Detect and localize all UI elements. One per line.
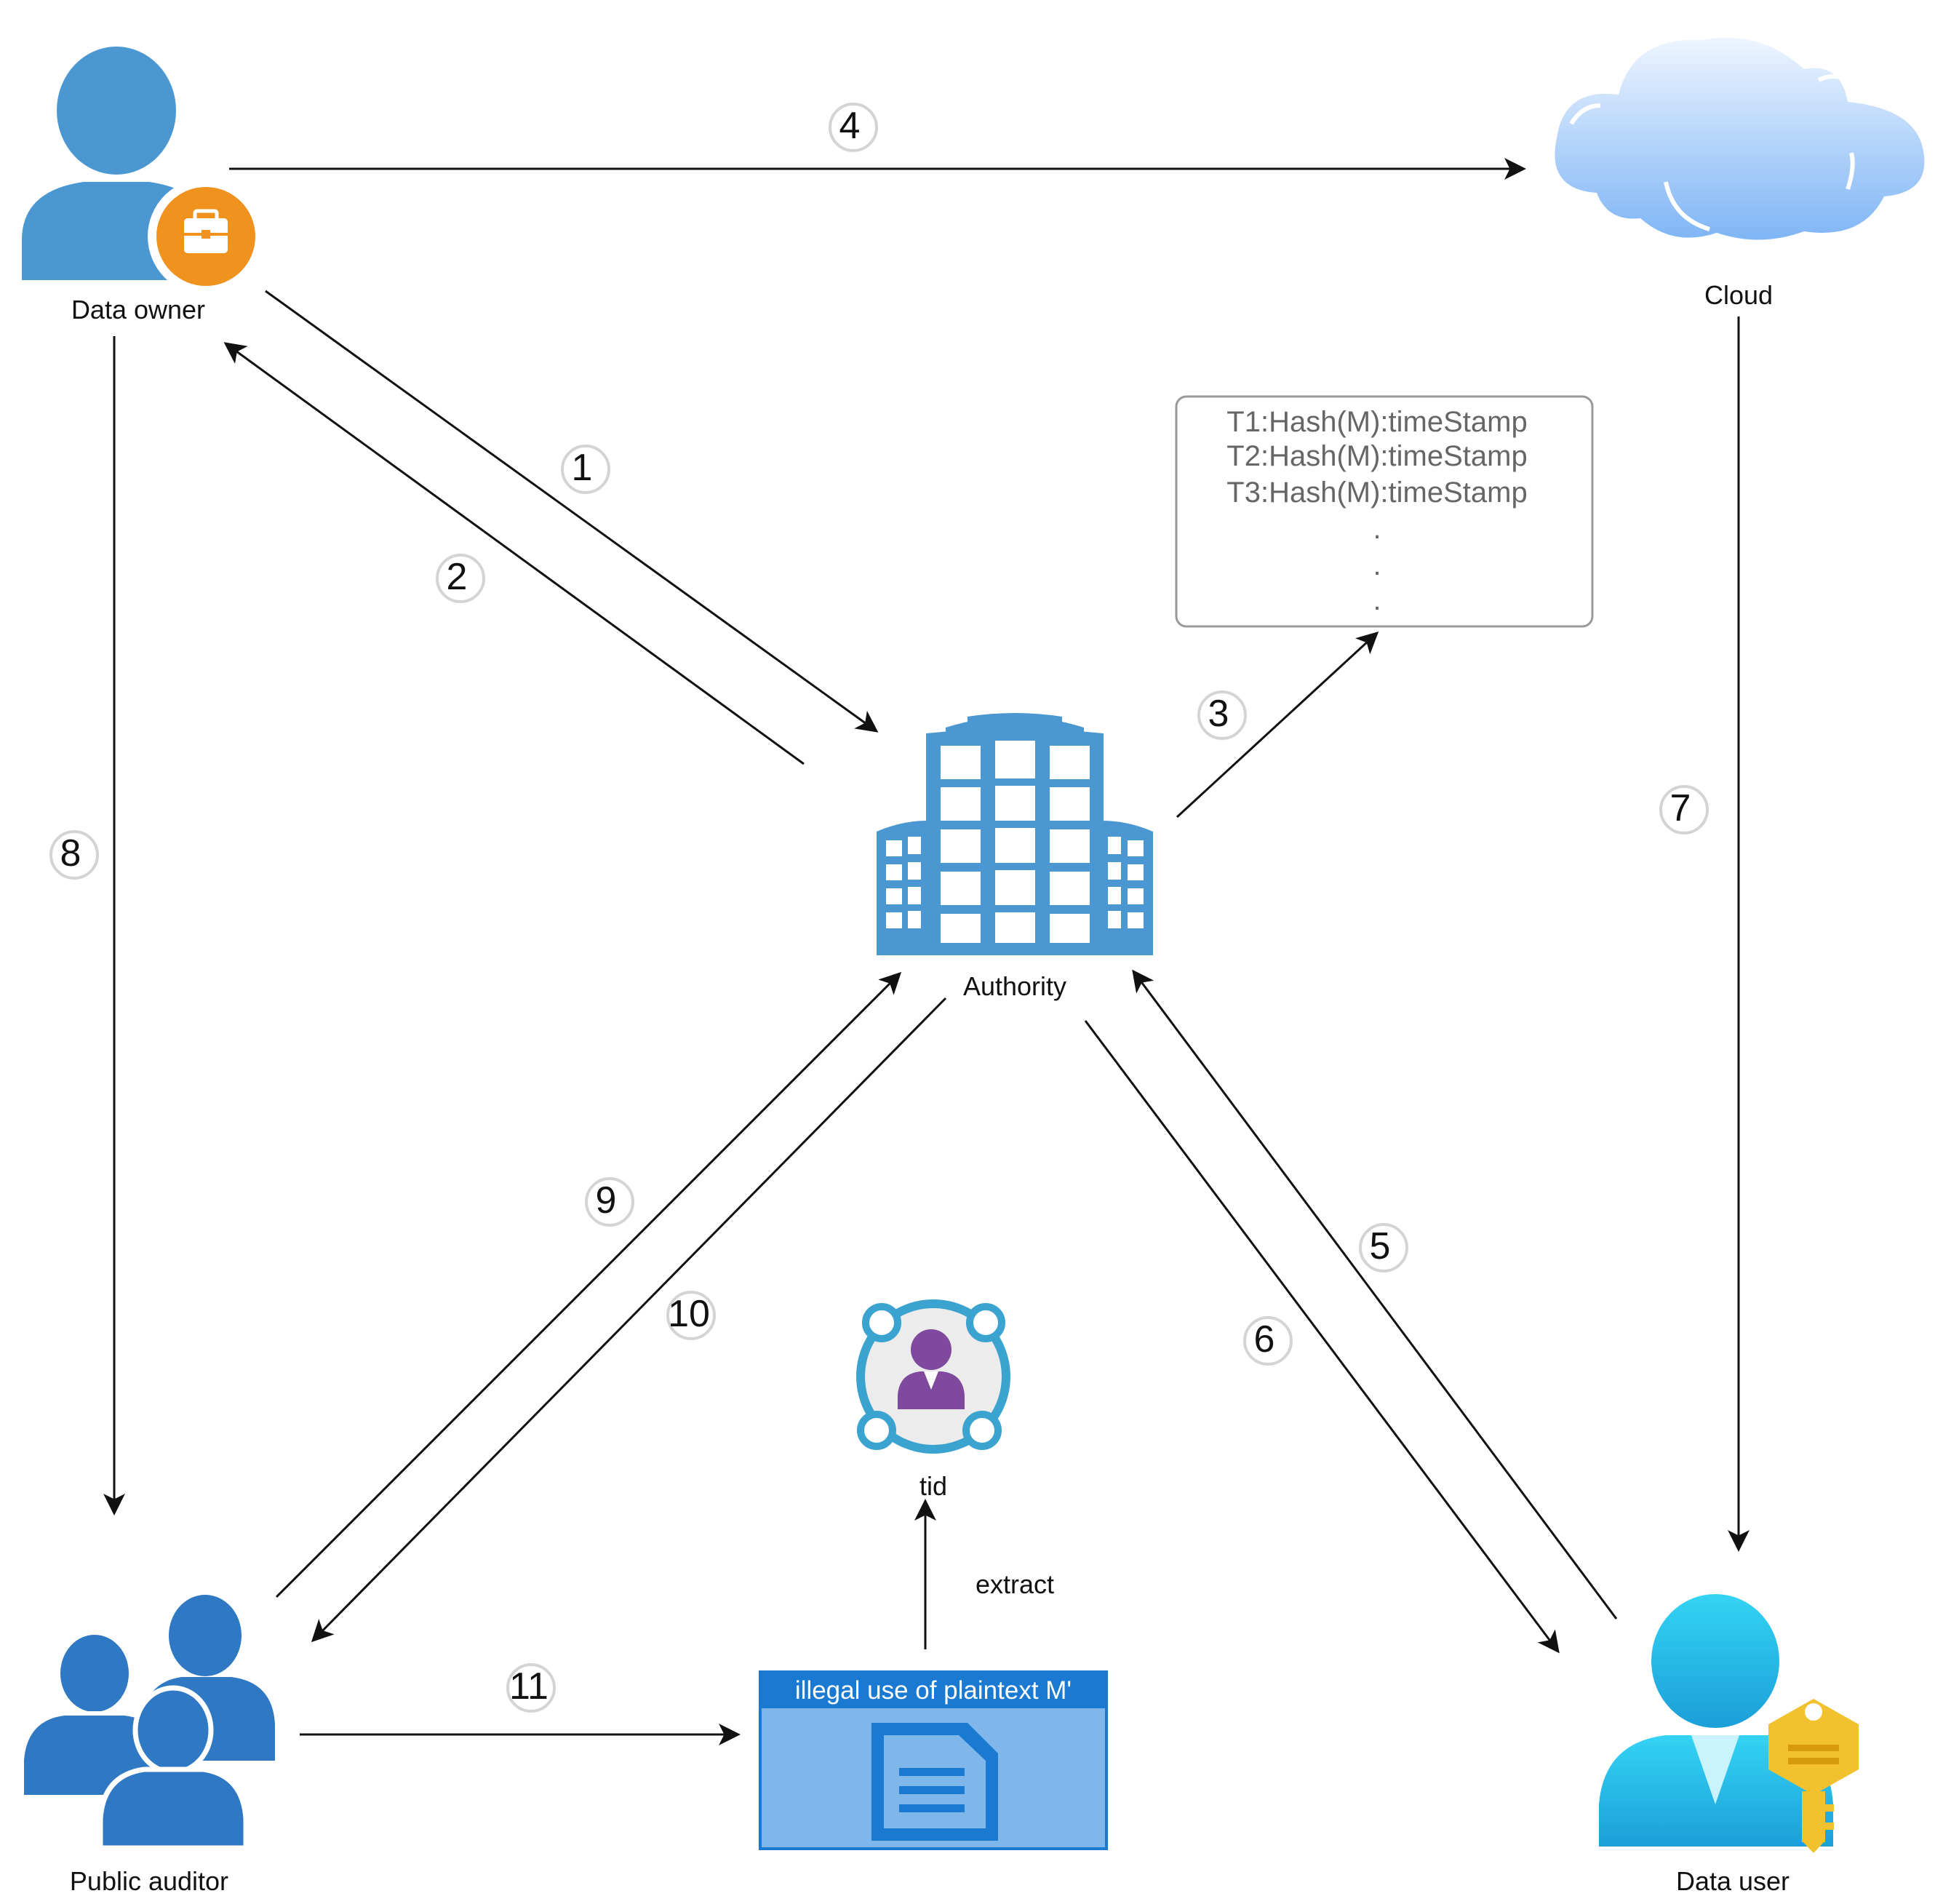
step-8-label: 8	[60, 832, 81, 875]
step-9-marker: 9	[585, 1177, 634, 1227]
data-owner-label: Data owner	[71, 295, 205, 324]
step-7-label: 7	[1670, 787, 1691, 829]
step-5-marker: 5	[1359, 1223, 1408, 1272]
ledger-box: T1:Hash(M):timeStamp T2:Hash(M):timeStam…	[1175, 395, 1594, 628]
plaintext-document-node: illegal use of plaintext M'	[759, 1670, 1108, 1850]
arrow-3-authority-to-ledger	[1176, 631, 1379, 818]
step-2-label: 2	[447, 556, 468, 598]
building-icon	[877, 713, 1153, 955]
step-11-marker: 11	[506, 1663, 556, 1713]
data-user-label: Data user	[1676, 1866, 1790, 1896]
ledger-line-1: T1:Hash(M):timeStamp	[1226, 406, 1527, 438]
authority-label: Authority	[963, 971, 1066, 1001]
plaintext-label: illegal use of plaintext M'	[795, 1676, 1072, 1705]
step-5-label: 5	[1370, 1225, 1391, 1267]
step-1-marker: 1	[561, 445, 610, 494]
ledger-line-3: T3:Hash(M):timeStamp	[1226, 477, 1527, 509]
user-key-icon	[1599, 1594, 1859, 1853]
step-4-marker: 4	[829, 103, 878, 152]
user-group-icon	[20, 1595, 275, 1851]
step-3-label: 3	[1208, 693, 1229, 735]
arrows	[103, 158, 1750, 1745]
step-6-marker: 6	[1243, 1316, 1293, 1366]
ledger-dot-3: .	[1373, 584, 1381, 616]
cloud-node: Cloud	[1555, 37, 1925, 310]
key-icon	[1768, 1699, 1859, 1853]
step-9-label: 9	[596, 1179, 617, 1222]
step-8-marker: 8	[49, 830, 99, 880]
step-2-marker: 2	[436, 554, 485, 603]
extract-label: extract	[976, 1569, 1054, 1599]
ledger-dot-1: .	[1373, 513, 1381, 545]
ledger-dot-2: .	[1373, 549, 1381, 581]
step-10-marker: 10	[666, 1291, 716, 1340]
step-3-marker: 3	[1197, 690, 1247, 740]
arrow-2-authority-to-owner	[223, 342, 805, 765]
ledger-line-2: T2:Hash(M):timeStamp	[1226, 440, 1527, 472]
arrow-5-user-to-authority	[1132, 969, 1618, 1620]
cloud-label: Cloud	[1704, 280, 1773, 310]
arrow-6-authority-to-user	[1084, 1020, 1560, 1654]
arrow-10-authority-to-auditor	[311, 997, 947, 1643]
step-11-label: 11	[509, 1665, 548, 1708]
step-10-label: 10	[668, 1293, 710, 1335]
public-auditor-node: Public auditor	[20, 1595, 275, 1896]
step-markers: 4 1 2 3 7 8 9 5 10 6 11	[49, 103, 1709, 1713]
data-owner-node: Data owner	[22, 47, 264, 324]
document-icon	[871, 1723, 998, 1841]
public-auditor-label: Public auditor	[70, 1866, 228, 1896]
cloud-icon	[1555, 37, 1925, 240]
authority-node: Authority	[877, 713, 1153, 1001]
tid-node: tid	[856, 1299, 1010, 1501]
arrow-1-owner-to-authority	[265, 290, 879, 733]
step-1-label: 1	[572, 447, 593, 489]
arrow-9-auditor-to-authority	[275, 971, 902, 1598]
tid-label: tid	[919, 1471, 947, 1501]
step-6-label: 6	[1254, 1318, 1275, 1361]
identity-hub-icon	[856, 1299, 1010, 1454]
step-4-label: 4	[839, 105, 861, 147]
step-7-marker: 7	[1659, 785, 1709, 835]
user-briefcase-icon	[22, 47, 264, 295]
data-user-node: Data user	[1599, 1594, 1859, 1896]
